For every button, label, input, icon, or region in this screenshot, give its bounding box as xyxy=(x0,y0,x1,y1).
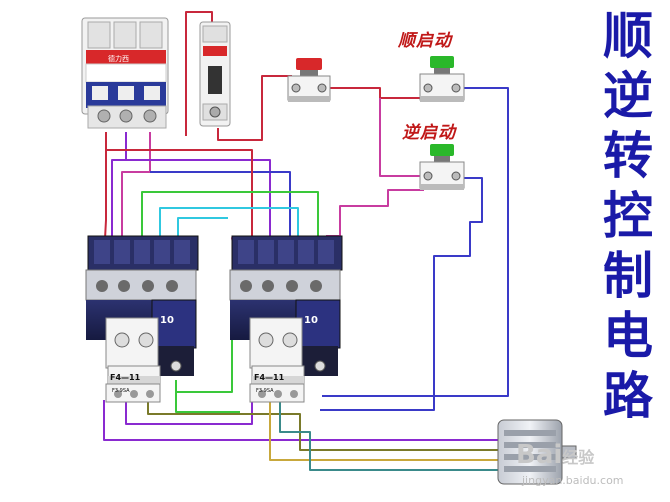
start-button-icon xyxy=(419,56,465,102)
wire-cyan-top xyxy=(159,207,299,258)
wire-motor-pe xyxy=(279,402,500,471)
wire-rev-coil xyxy=(326,189,424,237)
reverse-start-button-icon xyxy=(419,144,465,190)
stop-button-icon xyxy=(287,58,331,102)
wire-l3 xyxy=(121,132,151,258)
wire-stop-to-fwd xyxy=(326,87,420,99)
title-char: 顺 xyxy=(603,6,653,65)
wire-control-feed xyxy=(185,11,213,136)
wire-l2 xyxy=(111,132,127,258)
title-char: 制 xyxy=(603,246,653,305)
breaker-brand: 德力西 xyxy=(108,54,129,63)
relay-left-sublabel: F3.9SA xyxy=(112,388,130,394)
contactor-right-aux-label: 10 xyxy=(304,315,318,326)
title-char: 控 xyxy=(603,186,653,245)
watermark-logo: Bai经验 xyxy=(516,440,595,470)
watermark-url: jingyan.baidu.com xyxy=(522,474,624,487)
forward-start-label: 顺启动 xyxy=(398,31,452,51)
vertical-title: 顺 逆 转 控 制 电 路 xyxy=(586,6,670,426)
wire-motor-v xyxy=(147,400,500,451)
contactor-left-aux-label: 10 xyxy=(160,315,174,326)
title-char: 电 xyxy=(603,306,653,365)
relay-left-label: F4—11 xyxy=(110,373,141,382)
relay-right-label: F4—11 xyxy=(254,373,285,382)
wire-stop-to-rev xyxy=(379,98,420,177)
title-char: 转 xyxy=(603,126,653,185)
wire-l1-branch xyxy=(106,149,253,258)
wire-rev-return xyxy=(320,177,483,411)
wire-motor-w xyxy=(269,400,500,461)
contactor-left-icon xyxy=(85,235,199,403)
wire-l3-branch xyxy=(150,171,291,258)
wire-green-bottom xyxy=(175,380,240,413)
motor-icon xyxy=(497,419,577,485)
wire-fwd-return xyxy=(322,87,509,397)
circuit-breaker-1p-icon xyxy=(199,21,231,127)
wire-green-top xyxy=(141,191,319,258)
reverse-start-label: 逆启动 xyxy=(402,123,456,143)
contactor-right-icon xyxy=(229,235,343,403)
title-char: 逆 xyxy=(603,66,653,125)
relay-right-sublabel: F3.9SA xyxy=(256,388,274,394)
wire-to-stop xyxy=(217,75,292,141)
title-char: 路 xyxy=(603,366,653,425)
circuit-breaker-3p-icon xyxy=(81,17,169,129)
wire-motor-u xyxy=(103,400,500,441)
wire-l2-branch xyxy=(126,159,271,258)
